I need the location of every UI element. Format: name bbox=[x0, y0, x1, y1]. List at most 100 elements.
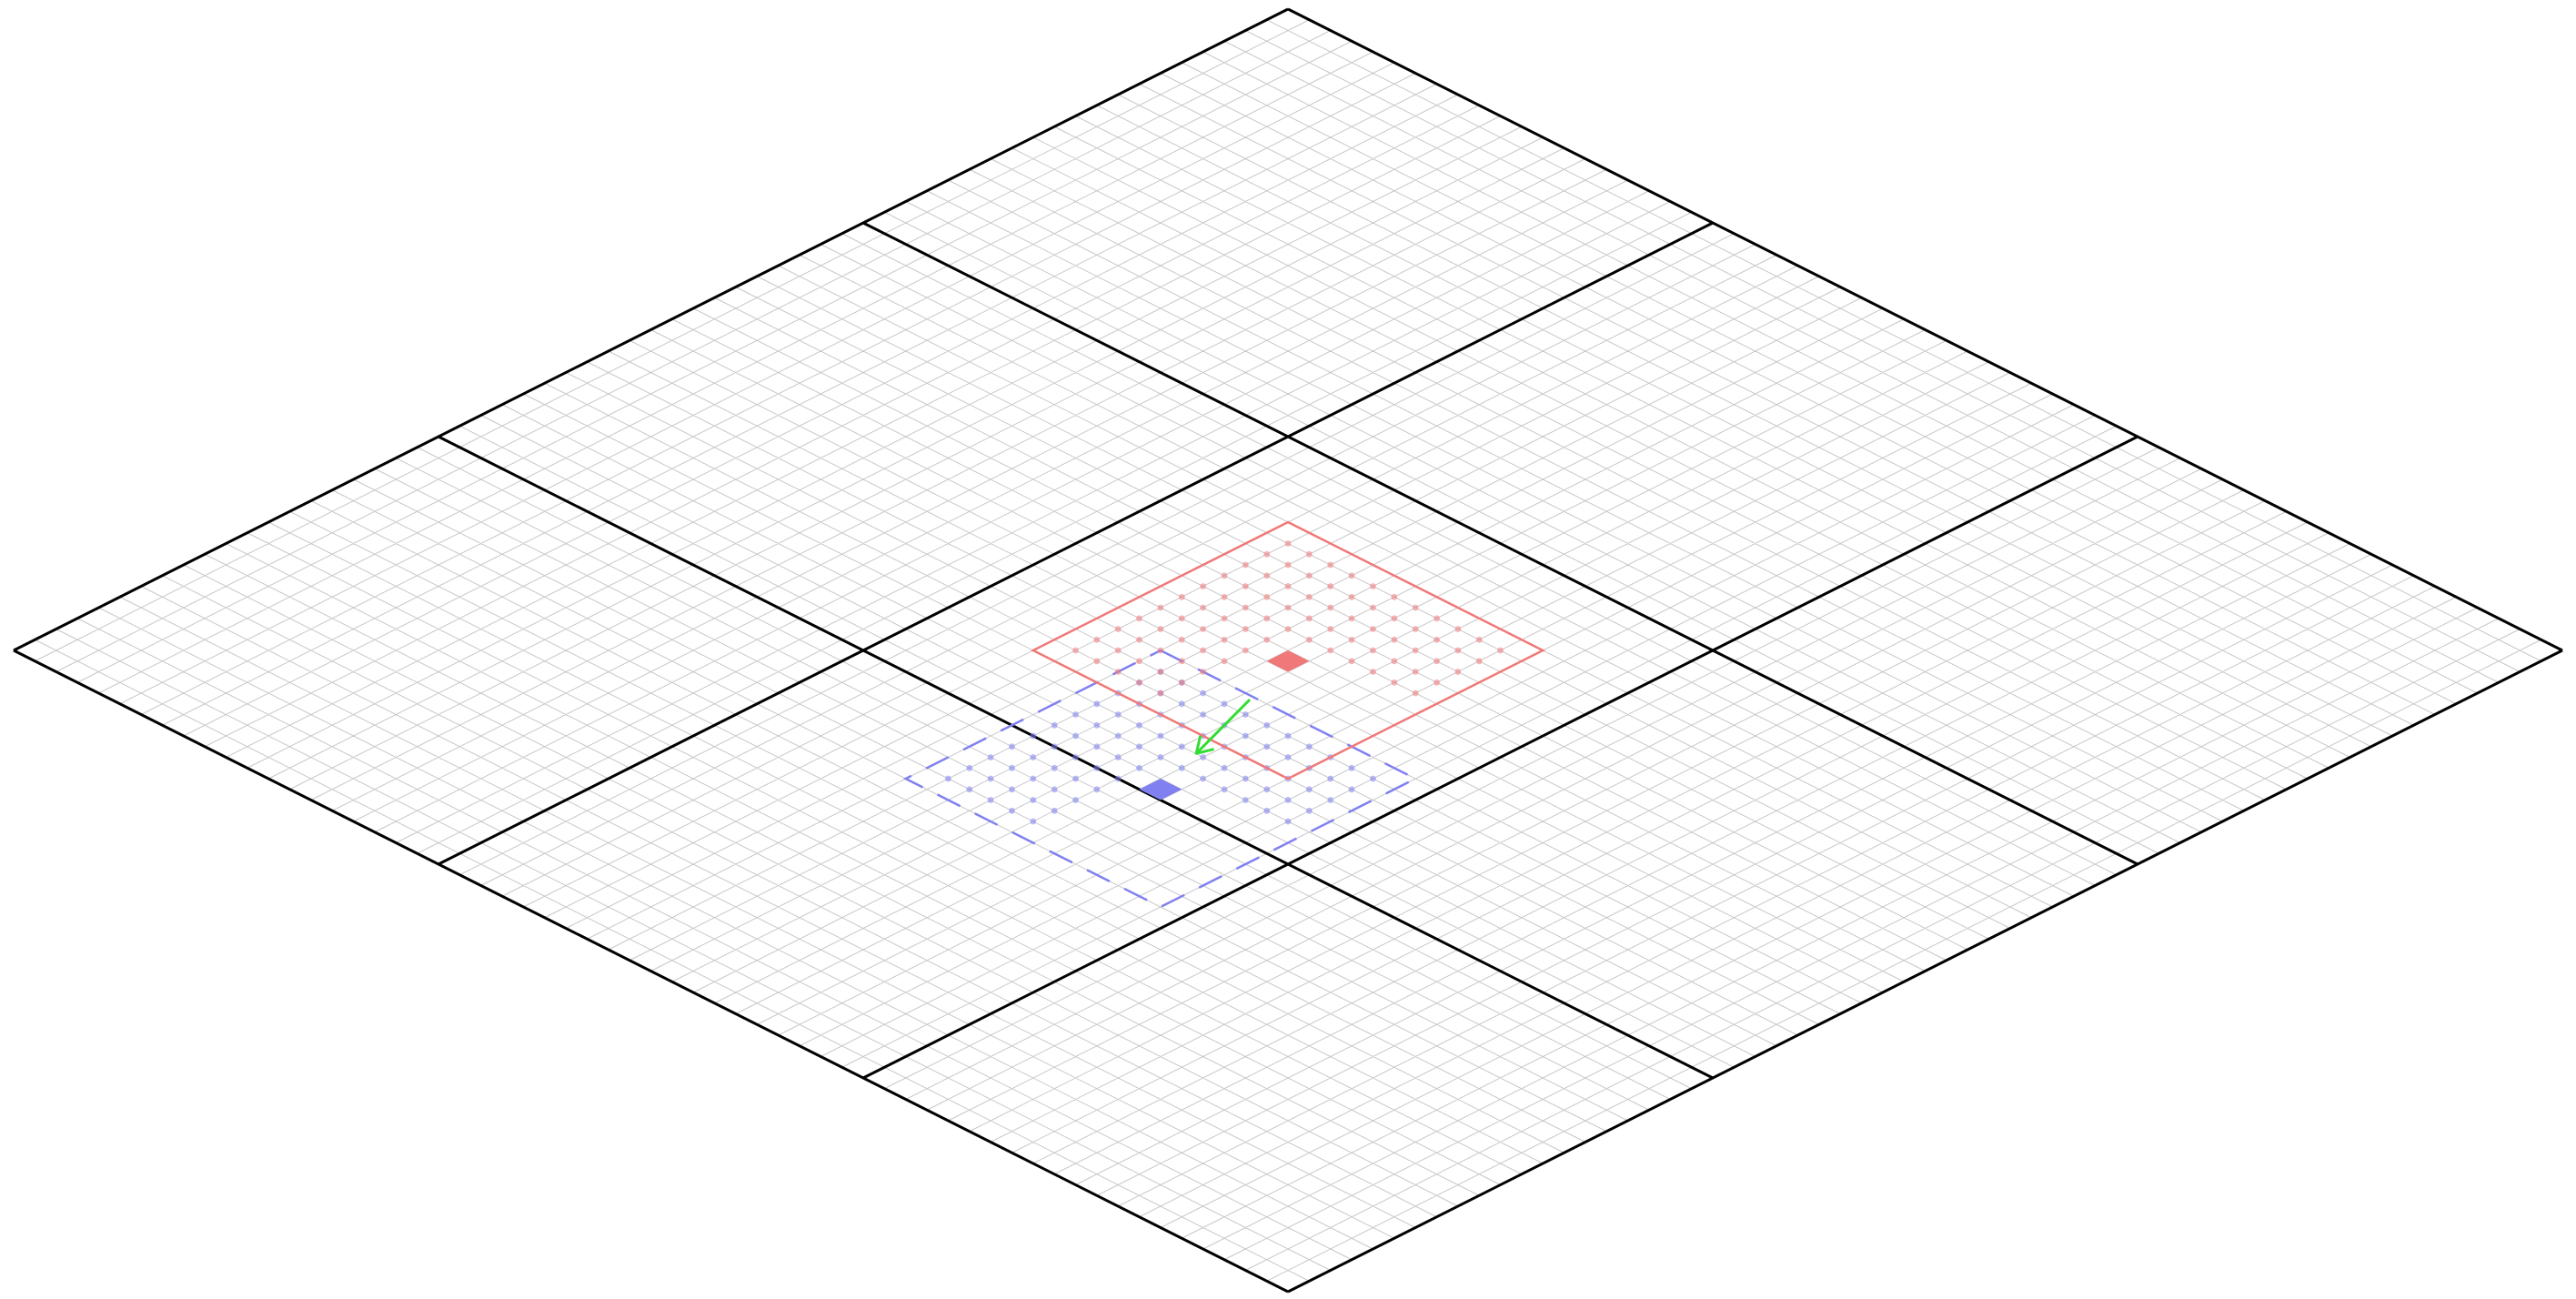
source-dot bbox=[1263, 550, 1271, 558]
destination-region bbox=[902, 649, 1418, 909]
source-dot bbox=[1434, 636, 1440, 643]
destination-dot bbox=[945, 775, 951, 782]
source-dot bbox=[1093, 658, 1101, 665]
source-dot bbox=[1221, 593, 1228, 600]
source-dot bbox=[1200, 583, 1206, 589]
destination-dot bbox=[966, 764, 973, 771]
destination-dot bbox=[1221, 764, 1228, 771]
source-dot bbox=[1136, 679, 1142, 686]
destination-dot bbox=[1284, 818, 1292, 825]
source-dot bbox=[1327, 561, 1334, 569]
destination-dot bbox=[1263, 807, 1271, 814]
source-dot bbox=[1412, 626, 1419, 632]
source-dot bbox=[1221, 572, 1228, 579]
destination-dot bbox=[1093, 743, 1101, 750]
source-dot bbox=[1348, 593, 1355, 600]
destination-dot bbox=[1305, 807, 1313, 814]
source-dot bbox=[1114, 626, 1122, 632]
destination-dot bbox=[1030, 818, 1037, 825]
destination-dot bbox=[1242, 732, 1249, 740]
destination-dot bbox=[1221, 700, 1228, 708]
source-dot bbox=[1370, 626, 1376, 632]
destination-dot bbox=[1136, 743, 1142, 750]
source-dot bbox=[1475, 636, 1483, 643]
destination-dot bbox=[1051, 807, 1058, 814]
source-dot bbox=[1305, 572, 1313, 579]
destination-dot bbox=[1284, 797, 1292, 803]
source-dot bbox=[1200, 626, 1206, 632]
destination-dot bbox=[1348, 786, 1355, 793]
block-border-line bbox=[13, 7, 1289, 652]
source-dot bbox=[1434, 615, 1440, 622]
source-dot bbox=[1348, 572, 1355, 579]
source-dot bbox=[1454, 647, 1462, 654]
destination-dot bbox=[1221, 786, 1228, 793]
source-dot bbox=[1178, 615, 1185, 622]
source-dot bbox=[1348, 615, 1355, 622]
source-dot bbox=[1242, 604, 1249, 611]
source-dot bbox=[1370, 669, 1376, 675]
destination-dot bbox=[1114, 775, 1122, 782]
destination-dot bbox=[1327, 775, 1334, 782]
destination-dot bbox=[1178, 700, 1185, 708]
destination-dot bbox=[987, 775, 994, 782]
source-dot bbox=[1157, 690, 1164, 697]
destination-dot bbox=[1242, 711, 1249, 718]
destination-dot bbox=[1114, 754, 1122, 760]
source-dot bbox=[1200, 647, 1206, 654]
block-border-line bbox=[862, 221, 2138, 866]
destination-dot bbox=[987, 797, 994, 803]
destination-dot bbox=[1030, 775, 1037, 782]
source-origin-marker bbox=[1266, 650, 1310, 672]
destination-dot bbox=[1305, 743, 1313, 750]
destination-dot bbox=[1093, 721, 1101, 729]
source-dot bbox=[1305, 615, 1313, 622]
source-dot bbox=[1305, 636, 1313, 643]
destination-dot bbox=[1051, 721, 1058, 729]
destination-dot bbox=[1114, 732, 1122, 740]
source-dot bbox=[1370, 647, 1376, 654]
destination-dot bbox=[1009, 743, 1015, 750]
destination-dot bbox=[1242, 797, 1249, 803]
source-dot bbox=[1434, 679, 1440, 686]
source-dot bbox=[1242, 583, 1249, 589]
source-dot bbox=[1391, 658, 1398, 665]
destination-dot bbox=[1072, 711, 1079, 718]
block-border-line bbox=[862, 435, 2138, 1080]
block-border-line bbox=[13, 649, 1289, 1294]
destination-dot bbox=[1242, 775, 1249, 782]
source-dot bbox=[1200, 604, 1206, 611]
source-dot bbox=[1157, 626, 1164, 632]
source-dot bbox=[1327, 647, 1334, 654]
source-dot bbox=[1284, 561, 1292, 569]
destination-dot bbox=[1072, 754, 1079, 760]
source-dot bbox=[1178, 658, 1185, 665]
source-dot bbox=[1157, 647, 1164, 654]
source-dot bbox=[1391, 615, 1398, 622]
block-border-line bbox=[1287, 649, 2563, 1294]
destination-dot bbox=[1284, 754, 1292, 760]
destination-dot bbox=[1178, 743, 1185, 750]
source-dot bbox=[1178, 679, 1185, 686]
destination-dot bbox=[1200, 775, 1206, 782]
destination-dot bbox=[1370, 775, 1376, 782]
destination-dot bbox=[1093, 764, 1101, 771]
destination-dot bbox=[1030, 732, 1037, 740]
source-dot bbox=[1263, 615, 1271, 622]
source-dot bbox=[1370, 604, 1376, 611]
destination-dot bbox=[1305, 786, 1313, 793]
source-dot bbox=[1412, 647, 1419, 654]
source-dot bbox=[1454, 626, 1462, 632]
source-dot bbox=[1157, 669, 1164, 675]
source-dot bbox=[1327, 583, 1334, 589]
destination-origin-marker bbox=[1139, 779, 1182, 801]
destination-dot bbox=[1009, 807, 1015, 814]
source-dot bbox=[1434, 658, 1440, 665]
move-arrow-shaft bbox=[1195, 698, 1252, 755]
source-dot bbox=[1284, 583, 1292, 589]
source-dot bbox=[1412, 690, 1419, 697]
source-dot bbox=[1391, 679, 1398, 686]
destination-dot bbox=[1178, 764, 1185, 771]
destination-dot bbox=[1009, 764, 1015, 771]
destination-dot bbox=[1136, 721, 1142, 729]
